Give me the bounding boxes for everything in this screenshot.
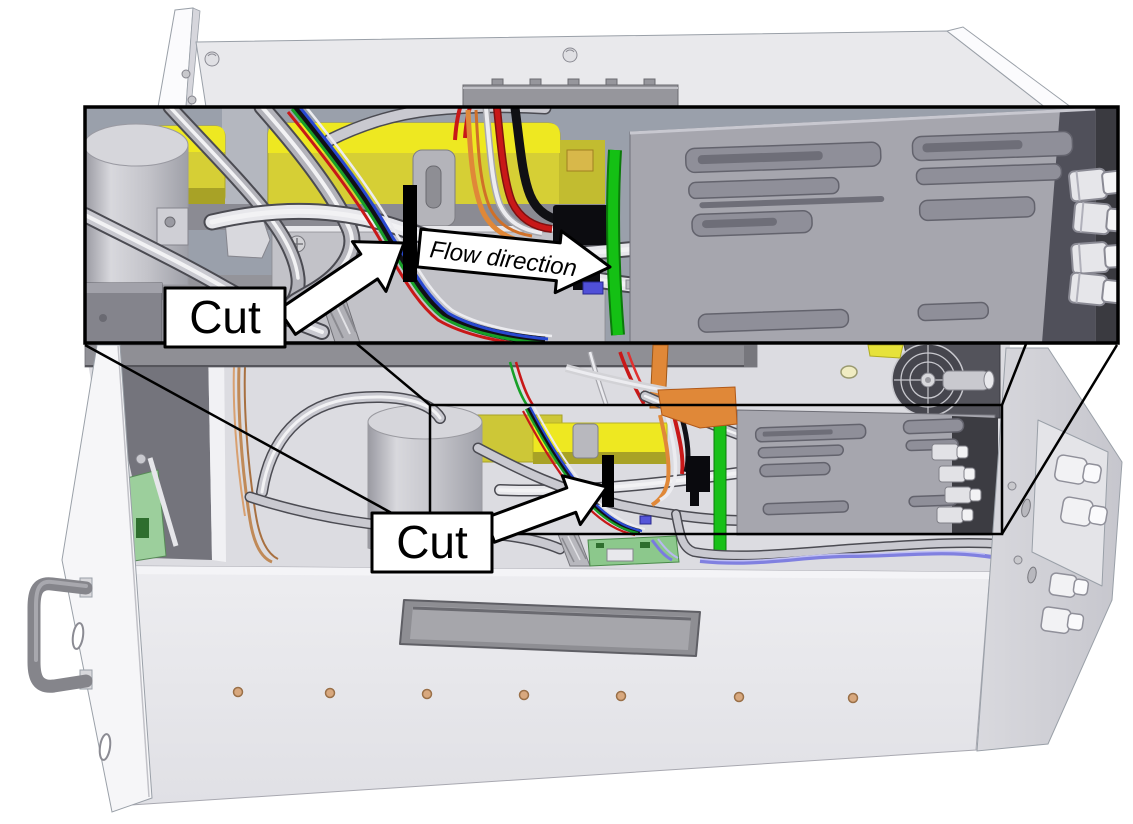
bracket-tab <box>412 149 456 227</box>
callout-line-bottom-left <box>84 343 431 536</box>
detail-vented-panel <box>736 409 998 536</box>
callout-line-top-left <box>356 343 431 406</box>
heatsink-bar <box>462 78 679 108</box>
control-pcb <box>587 535 680 567</box>
side-slot <box>1021 498 1031 518</box>
display-cutout <box>399 599 701 657</box>
rack-ear-slot <box>98 733 112 761</box>
detail-rectangle <box>428 403 1004 536</box>
inset-cable-bundle <box>453 107 569 245</box>
zoom-callout <box>84 343 1119 536</box>
rack-ear-slot <box>71 622 85 650</box>
chassis-front <box>27 344 1123 813</box>
front-panel <box>114 565 991 807</box>
partition-bar <box>84 344 758 368</box>
inset-border <box>83 105 1120 345</box>
inset-vented-panel <box>629 107 1118 343</box>
cable-gland <box>1048 572 1090 598</box>
front-left-rack-ear <box>61 344 153 813</box>
cut-label-2: Cut <box>396 516 468 568</box>
inset-view <box>85 107 1118 343</box>
detail-scene <box>244 386 998 567</box>
cut-arrow-2 <box>484 474 609 544</box>
chassis-right-side <box>976 347 1123 752</box>
cut-label-box-1 <box>163 286 287 349</box>
detail-cable-bundle <box>650 414 691 507</box>
cut-mark-1 <box>403 185 417 282</box>
blue-connector-2 <box>639 515 652 525</box>
rear-cables <box>671 509 1037 570</box>
cable-gland <box>1040 606 1085 635</box>
side-slot <box>1027 566 1037 584</box>
gold-connector <box>566 149 594 172</box>
cut-arrow-1 <box>277 240 406 336</box>
cut-mark-2 <box>602 455 614 507</box>
chassis-interior <box>84 339 1040 581</box>
cut-annotation-2: Cut <box>370 474 609 574</box>
floor-hole <box>840 365 858 379</box>
black-connector-2 <box>686 456 710 506</box>
flow-direction-arrow: Flow direction <box>415 227 612 295</box>
handle <box>27 577 93 693</box>
pcb-edge-lower <box>713 414 727 563</box>
cooling-fan <box>891 339 1001 419</box>
cable-gland <box>1060 496 1108 527</box>
orange-duct <box>657 386 738 429</box>
cut-label-1: Cut <box>189 291 261 343</box>
callout-line-top-right <box>1000 343 1028 406</box>
callout-line-bottom-right <box>1000 344 1119 535</box>
yellow-tab <box>867 344 904 359</box>
detail-fittings <box>931 443 982 524</box>
cut-annotation-1: Cut <box>163 240 406 349</box>
cable-gland <box>1054 454 1102 485</box>
cut-label-box-2 <box>370 511 494 574</box>
